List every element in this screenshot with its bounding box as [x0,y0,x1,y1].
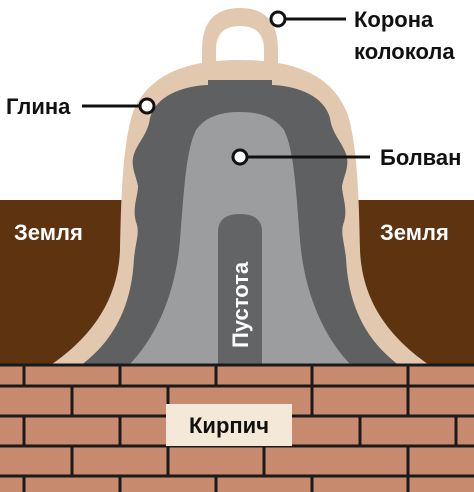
brick-wall [0,363,474,492]
clay-label: Глина [6,94,71,119]
core-leader [231,148,370,166]
core-label: Болван [380,145,461,170]
crown-leader [269,10,346,28]
clay-leader [82,97,156,115]
crown-label-line1: Корона [354,7,434,32]
crown-label-line2: колокола [354,39,455,64]
brick-label: Кирпич [189,413,269,438]
void-cavity [218,214,262,366]
bell-crown [202,8,278,90]
earth-left-label: Земля [14,220,83,245]
void-label: Пустота [228,261,253,348]
earth-right-label: Земля [380,220,449,245]
brick-label-box [166,404,292,446]
